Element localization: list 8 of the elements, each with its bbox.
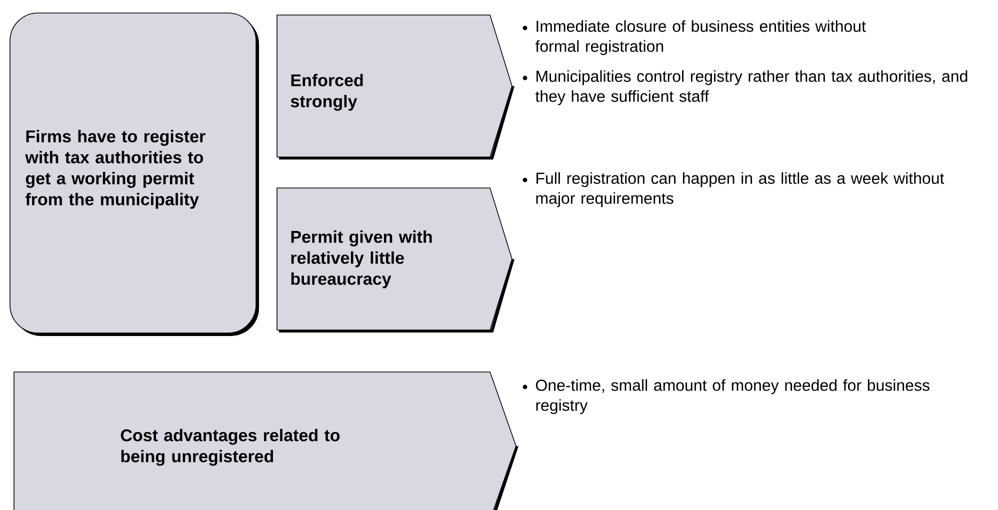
- bullet-text: One-time, small amount of money needed for business registry: [522, 379, 930, 414]
- bullet-text: Full registration can happen in as little as a week without major requirements: [522, 172, 944, 208]
- bullet-text: Municipalities control registry rather than tax authorities, and they have sufficient staff: [522, 70, 968, 106]
- chevron-box: Permit given with relatively little bureaucracy: [276, 188, 514, 332]
- rounded-box: Firms have to register with tax authorities to get a working permit from the municipality: [10, 12, 259, 336]
- chevron-box: Cost advantages related to being unregistered: [14, 372, 518, 510]
- bullet-text: Immediate closure of business entities without formal registration: [522, 20, 866, 56]
- chevron-box: Enforced strongly: [276, 14, 514, 160]
